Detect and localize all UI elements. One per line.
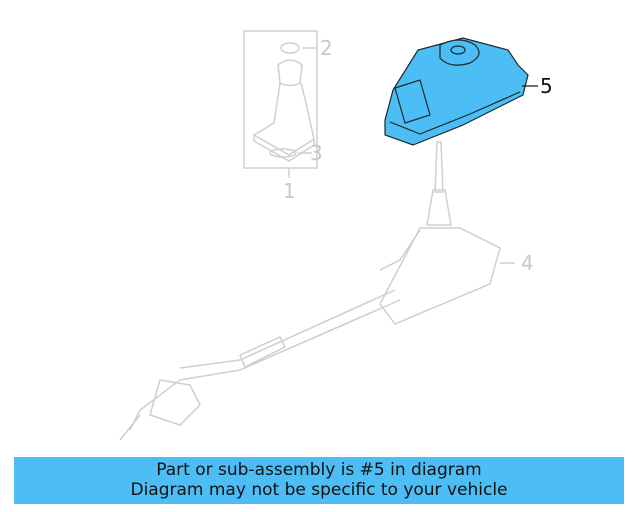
callout-4[interactable]: 4 bbox=[521, 251, 534, 275]
callout-3[interactable]: 3 bbox=[310, 141, 323, 165]
part-2-ring bbox=[280, 42, 300, 54]
callout-5[interactable]: 5 bbox=[540, 74, 553, 98]
part-3-ring bbox=[269, 148, 297, 158]
banner-line-1: Part or sub-assembly is #5 in diagram bbox=[156, 460, 482, 480]
banner-line-2: Diagram may not be specific to your vehi… bbox=[130, 480, 508, 500]
part-4-shifter-assembly[interactable] bbox=[119, 141, 515, 441]
part-1-knob-boot-kit[interactable] bbox=[243, 30, 318, 178]
callout-1[interactable]: 1 bbox=[283, 179, 296, 203]
part-5-shifter-housing[interactable] bbox=[384, 37, 538, 146]
callout-2[interactable]: 2 bbox=[320, 36, 333, 60]
info-banner: Part or sub-assembly is #5 in diagram Di… bbox=[14, 457, 624, 504]
